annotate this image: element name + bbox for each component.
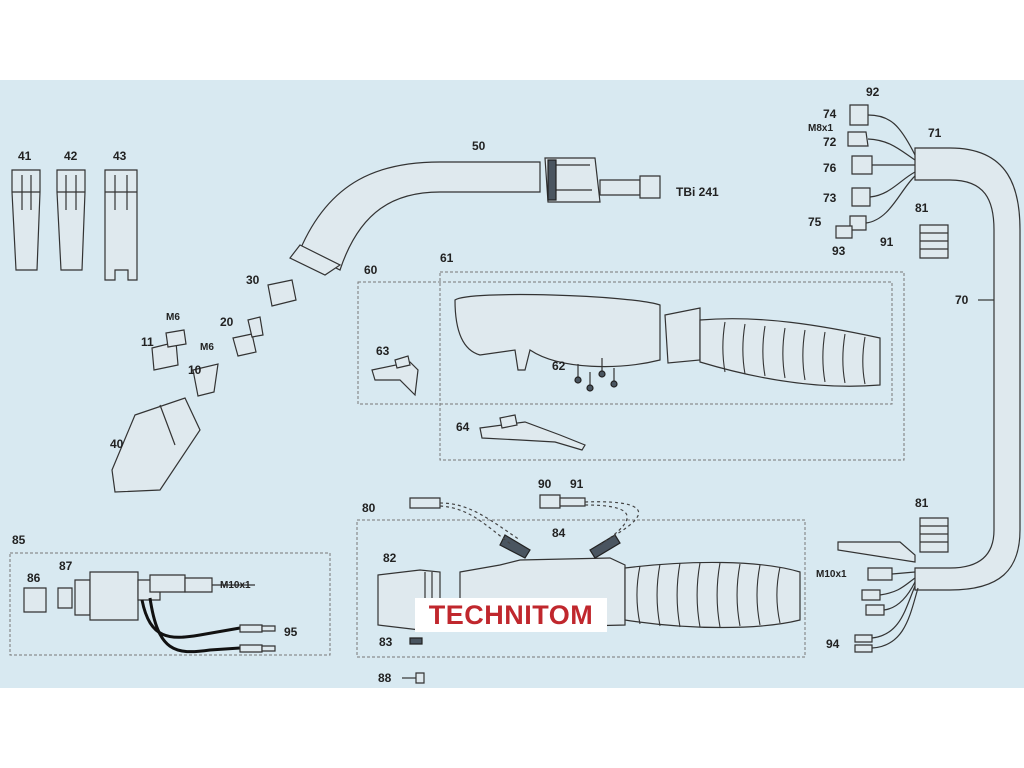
label-84: 84 [552, 526, 566, 540]
label-92: 92 [866, 85, 880, 99]
label-m6-upper: M6 [166, 312, 180, 323]
label-95: 95 [284, 625, 298, 639]
label-82: 82 [383, 551, 397, 565]
logo-text: TECHNITOM [428, 599, 594, 630]
label-20: 20 [220, 315, 234, 329]
label-43: 43 [113, 149, 127, 163]
label-61: 61 [440, 251, 454, 265]
tip-adapter-20 [232, 316, 264, 357]
label-42: 42 [64, 149, 78, 163]
label-94: 94 [826, 637, 840, 651]
label-71: 71 [928, 126, 942, 140]
nozzle-41 [11, 169, 41, 271]
contact-tip-10 [192, 363, 219, 397]
label-63: 63 [376, 344, 390, 358]
label-74: 74 [823, 107, 837, 121]
label-87: 87 [59, 559, 73, 573]
label-81-lower: 81 [915, 496, 929, 510]
screw-83 [409, 637, 423, 645]
label-85: 85 [12, 533, 26, 547]
handle-61 [454, 293, 881, 387]
label-86: 86 [27, 571, 41, 585]
label-83: 83 [379, 635, 393, 649]
central-connector-85 [23, 571, 276, 654]
label-11: 11 [141, 335, 154, 349]
label-70: 70 [955, 293, 969, 307]
lower-connectors [837, 541, 919, 653]
technitom-logo: TECHNITOM [415, 598, 607, 632]
hose-70 [914, 147, 1021, 591]
nozzle-42 [56, 169, 86, 271]
label-m10x1-left: M10x1 [220, 580, 251, 591]
gas-connectors-90-91 [409, 494, 640, 546]
label-73: 73 [823, 191, 837, 205]
upper-connectors [835, 104, 916, 239]
nozzle-43 [104, 169, 138, 281]
label-40: 40 [110, 437, 124, 451]
gas-nozzle-40 [111, 397, 201, 493]
bellows-81-lower [919, 517, 949, 553]
rear-handle-80 [377, 534, 801, 631]
label-75: 75 [808, 215, 822, 229]
group-box-85 [9, 552, 331, 656]
screws-62 [574, 358, 618, 392]
diffuser-30 [267, 279, 297, 307]
group-box-61 [439, 271, 905, 461]
screw-88 [402, 672, 425, 684]
label-tbi-241: TBi 241 [676, 185, 719, 199]
bellows-81-upper [919, 224, 949, 259]
label-81-upper: 81 [915, 201, 929, 215]
group-box-80 [356, 519, 806, 658]
label-88: 88 [378, 671, 392, 685]
label-m10x1-right: M10x1 [816, 569, 847, 580]
label-90: 90 [538, 477, 552, 491]
diagram-svg: 41 42 43 50 TBi 241 30 20 11 10 40 M6 M6… [9, 85, 1021, 685]
swan-neck-50 [289, 157, 661, 276]
trigger-63 [371, 355, 419, 397]
label-93: 93 [832, 244, 846, 258]
group-box-60 [357, 281, 893, 405]
contact-tip-11 [151, 329, 187, 371]
label-64: 64 [456, 420, 470, 434]
label-m8x1: M8x1 [808, 123, 833, 134]
label-30: 30 [246, 273, 260, 287]
trigger-64 [479, 414, 586, 451]
label-72: 72 [823, 135, 837, 149]
label-41: 41 [18, 149, 32, 163]
label-60: 60 [364, 263, 378, 277]
label-m6-lower: M6 [200, 342, 214, 353]
label-50: 50 [472, 139, 486, 153]
label-80: 80 [362, 501, 376, 515]
label-62: 62 [552, 359, 566, 373]
exploded-parts-diagram: 41 42 43 50 TBi 241 30 20 11 10 40 M6 M6… [0, 80, 1024, 688]
label-76: 76 [823, 161, 837, 175]
label-10: 10 [188, 363, 202, 377]
label-91-upper: 91 [880, 235, 894, 249]
label-91-lower: 91 [570, 477, 584, 491]
